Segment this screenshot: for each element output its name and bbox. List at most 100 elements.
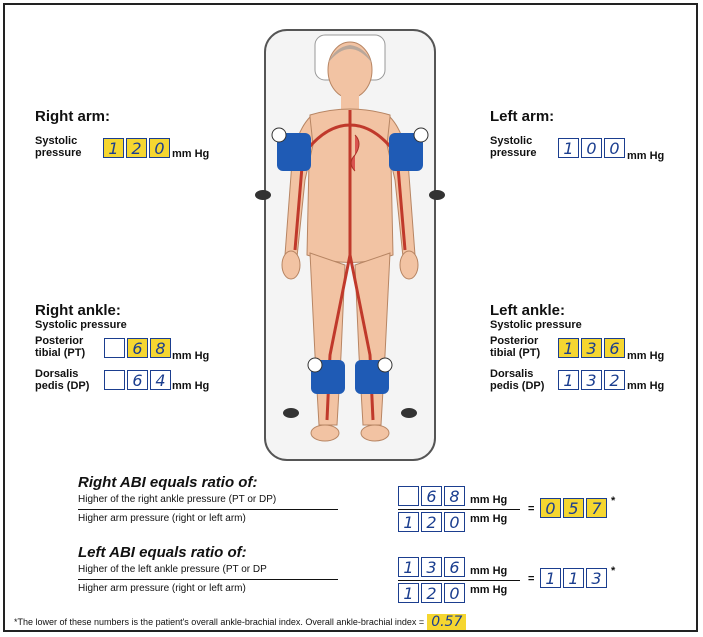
- equals-sign: =: [528, 573, 534, 585]
- right-pt-label: Posterior tibial (PT): [35, 335, 85, 359]
- digit-box: 0: [444, 512, 465, 532]
- label-line: Dorsalis: [490, 368, 544, 380]
- digit-box: 7: [586, 498, 607, 518]
- left-ankle-subtitle: Systolic pressure: [490, 319, 582, 331]
- digit-box: 1: [558, 338, 579, 358]
- digit-box: 1: [558, 370, 579, 390]
- unit-label: mm Hg: [627, 350, 664, 362]
- right-ankle-gauge: [308, 358, 322, 372]
- unit-label: mm Hg: [470, 565, 507, 577]
- label-line: Systolic: [490, 135, 536, 147]
- right-abi-numerator: Higher of the right ankle pressure (PT o…: [78, 494, 276, 505]
- footnote-text: *The lower of these numbers is the patie…: [14, 617, 424, 627]
- label-line: pedis (DP): [490, 380, 544, 392]
- unit-label: mm Hg: [172, 148, 209, 160]
- digit-box: 3: [581, 338, 602, 358]
- right-arm-gauge: [272, 128, 286, 142]
- right-arm-bulb: [255, 190, 271, 200]
- right-abi-denominator: Higher arm pressure (right or left arm): [78, 513, 246, 524]
- unit-label: mm Hg: [470, 513, 507, 525]
- left-ankle-title: Left ankle:: [490, 302, 565, 319]
- digit-box: 5: [563, 498, 584, 518]
- fraction-line: [398, 580, 520, 581]
- label-line: pedis (DP): [35, 380, 89, 392]
- unit-label: mm Hg: [172, 350, 209, 362]
- fraction-line: [78, 509, 338, 510]
- digit-box: 3: [581, 370, 602, 390]
- right-ankle-bulb: [283, 408, 299, 418]
- label-line: Dorsalis: [35, 368, 89, 380]
- right-pt-digits: 6 8: [104, 338, 171, 358]
- right-abi-result: 0 5 7: [540, 498, 607, 518]
- digit-box: 0: [604, 138, 625, 158]
- left-hand: [400, 251, 418, 279]
- left-abi-title: Left ABI equals ratio of:: [78, 544, 247, 561]
- digit-box: 1: [558, 138, 579, 158]
- right-dp-digits: 6 4: [104, 370, 171, 390]
- digit-box: 2: [421, 512, 442, 532]
- left-arm-label: Systolic pressure: [490, 135, 536, 159]
- left-arm-gauge: [414, 128, 428, 142]
- right-ankle-subtitle: Systolic pressure: [35, 319, 127, 331]
- digit-box: 1: [398, 557, 419, 577]
- label-line: pressure: [490, 147, 536, 159]
- digit-box: 6: [444, 557, 465, 577]
- right-dp-label: Dorsalis pedis (DP): [35, 368, 89, 392]
- label-line: Systolic: [35, 135, 81, 147]
- label-line: tibial (PT): [490, 347, 540, 359]
- left-foot: [361, 425, 389, 441]
- digit-box: [104, 338, 125, 358]
- left-abi-den-digits: 1 2 0: [398, 583, 465, 603]
- left-abi-numerator: Higher of the left ankle pressure (PT or…: [78, 564, 267, 575]
- left-ankle-bulb: [401, 408, 417, 418]
- asterisk: *: [611, 565, 615, 577]
- digit-box: 8: [444, 486, 465, 506]
- unit-label: mm Hg: [470, 584, 507, 596]
- head: [328, 42, 372, 98]
- left-abi-denominator: Higher arm pressure (right or left arm): [78, 583, 246, 594]
- right-arm-digits: 1 2 0: [103, 138, 170, 158]
- digit-box: 3: [421, 557, 442, 577]
- digit-box: 2: [421, 583, 442, 603]
- digit-box: 4: [150, 370, 171, 390]
- digit-box: 1: [398, 583, 419, 603]
- fraction-line: [398, 509, 520, 510]
- left-abi-result: 1 1 3: [540, 568, 607, 588]
- right-arm-title: Right arm:: [35, 108, 110, 125]
- label-line: tibial (PT): [35, 347, 85, 359]
- digit-box: 1: [398, 512, 419, 532]
- label-line: Posterior: [490, 335, 540, 347]
- digit-box: 2: [604, 370, 625, 390]
- digit-box: 0: [149, 138, 170, 158]
- unit-label: mm Hg: [470, 494, 507, 506]
- digit-box: 6: [421, 486, 442, 506]
- digit-box: 6: [127, 370, 148, 390]
- digit-box: 1: [563, 568, 584, 588]
- digit-box: 1: [540, 568, 561, 588]
- digit-box: 2: [126, 138, 147, 158]
- right-abi-num-digits: 6 8: [398, 486, 465, 506]
- left-arm-digits: 1 0 0: [558, 138, 625, 158]
- asterisk: *: [611, 495, 615, 507]
- digit-box: 0: [581, 138, 602, 158]
- digit-box: 8: [150, 338, 171, 358]
- footnote: *The lower of these numbers is the patie…: [14, 614, 466, 630]
- left-ankle-gauge: [378, 358, 392, 372]
- digit-box: 0: [540, 498, 561, 518]
- patient-illustration: [255, 25, 445, 465]
- right-abi-den-digits: 1 2 0: [398, 512, 465, 532]
- left-arm-title: Left arm:: [490, 108, 554, 125]
- digit-box: 0: [444, 583, 465, 603]
- digit-box: 1: [103, 138, 124, 158]
- digit-box: [104, 370, 125, 390]
- left-abi-num-digits: 1 3 6: [398, 557, 465, 577]
- label-line: Posterior: [35, 335, 85, 347]
- right-hand: [282, 251, 300, 279]
- right-ankle-title: Right ankle:: [35, 302, 121, 319]
- digit-box: 6: [604, 338, 625, 358]
- unit-label: mm Hg: [627, 150, 664, 162]
- right-foot: [311, 425, 339, 441]
- right-abi-title: Right ABI equals ratio of:: [78, 474, 257, 491]
- left-dp-digits: 1 3 2: [558, 370, 625, 390]
- fraction-line: [78, 579, 338, 580]
